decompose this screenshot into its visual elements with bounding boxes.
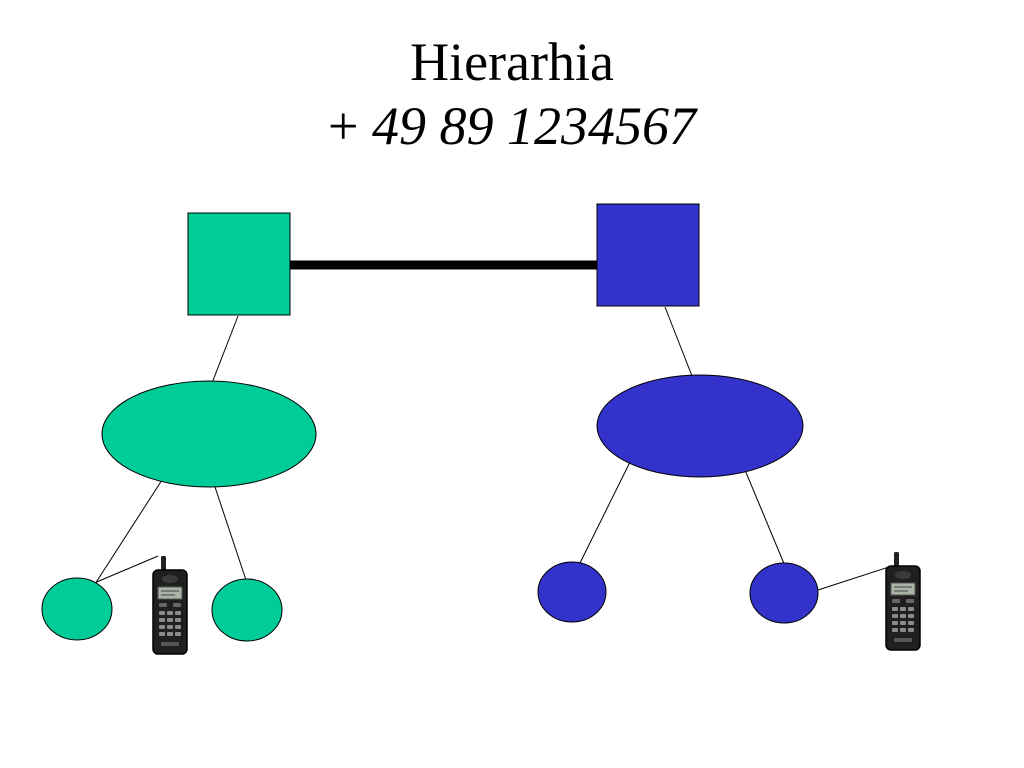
phone-number: 49 89 1234567 — [371, 96, 696, 156]
link-left-square-to-left-ellipse — [211, 315, 239, 384]
slide-title: Hierarhia — [410, 32, 614, 92]
left-middle-node — [101, 380, 317, 488]
left-top-node — [187, 212, 291, 316]
mobile-phone-icon — [885, 551, 921, 651]
right-leaf-node-2 — [749, 562, 819, 624]
title-block: Hierarhia + 49 89 1234567 — [0, 30, 1024, 158]
phone-number-line: + 49 89 1234567 — [0, 94, 1024, 158]
left-leaf-node-2 — [211, 578, 283, 642]
link-right-ellipse-to-right-circle-1 — [579, 459, 632, 564]
link-left-ellipse-to-left-circle-2 — [214, 486, 247, 581]
right-leaf-node-1 — [537, 561, 607, 623]
link-left-circle-1-to-phone — [91, 555, 159, 585]
right-top-node — [596, 203, 700, 307]
link-right-ellipse-to-right-circle-2 — [744, 469, 786, 567]
link-right-circle-2-to-phone — [817, 565, 893, 591]
right-middle-node — [596, 374, 804, 478]
link-left-ellipse-to-left-circle-1 — [94, 479, 163, 585]
mobile-phone-icon — [152, 555, 188, 655]
link-right-square-to-right-ellipse — [664, 306, 693, 377]
left-leaf-node-1 — [41, 577, 113, 641]
phone-prefix: + — [328, 96, 359, 156]
